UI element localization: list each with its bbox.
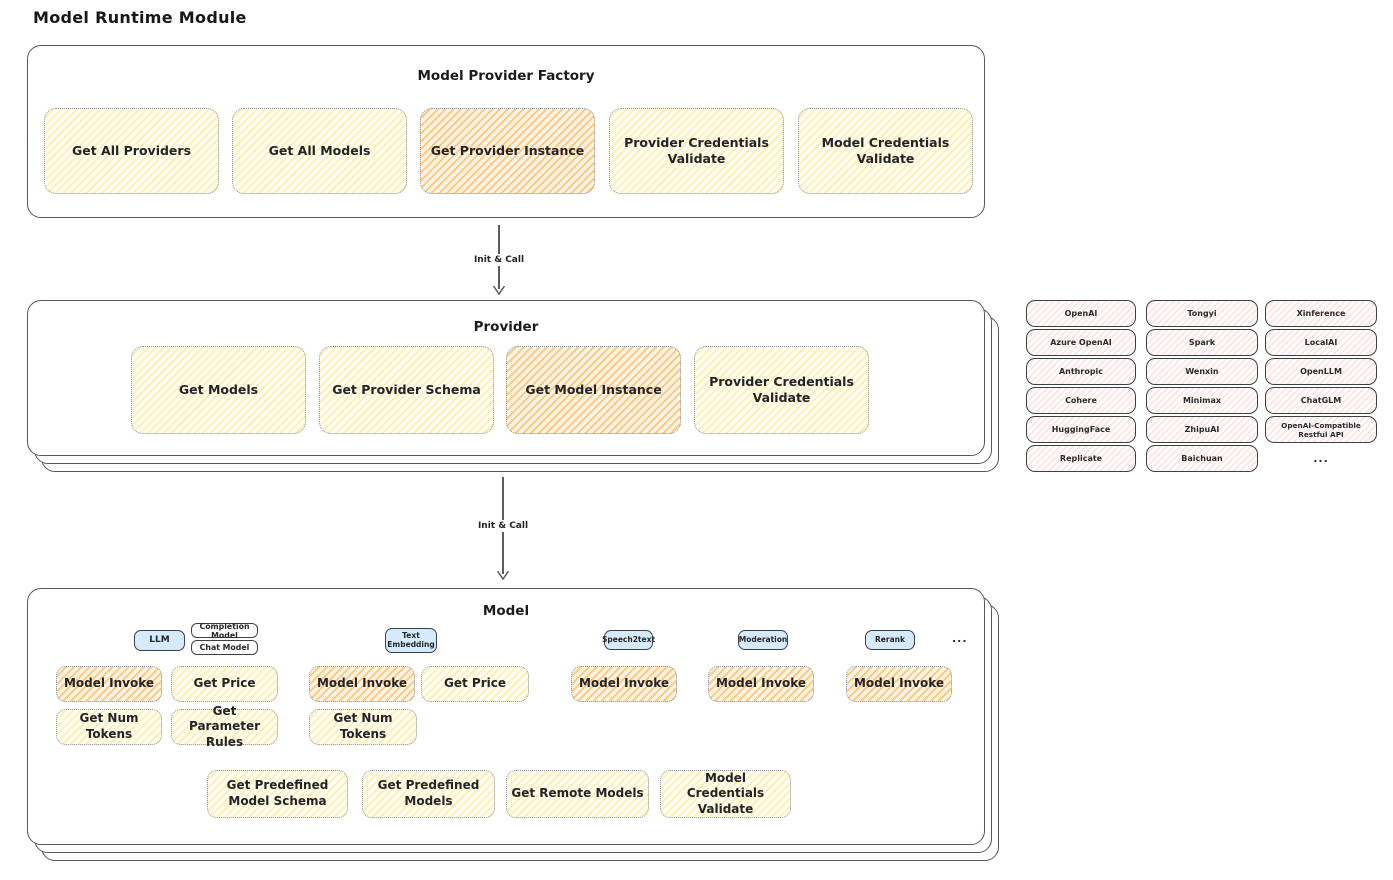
provider-pill-replicate: Replicate bbox=[1026, 445, 1136, 472]
provider-pill-localai: LocalAI bbox=[1265, 329, 1377, 356]
node-provider-credentials-validate-2: Provider Credentials Validate bbox=[694, 346, 869, 434]
provider-pill-huggingface: HuggingFace bbox=[1026, 416, 1136, 443]
page-title: Model Runtime Module bbox=[33, 8, 247, 27]
node-get-remote-models: Get Remote Models bbox=[506, 770, 649, 818]
arrow-down-icon bbox=[496, 571, 510, 580]
node-moderation-model-invoke: Model Invoke bbox=[708, 666, 814, 702]
flow-arrow-provider-to-model: Init & Call bbox=[473, 477, 533, 580]
provider-pill-zhipuai: ZhipuAI bbox=[1146, 416, 1258, 443]
node-embedding-model-invoke: Model Invoke bbox=[309, 666, 415, 702]
flow-arrow-factory-to-provider: Init & Call bbox=[469, 225, 529, 295]
node-get-all-providers: Get All Providers bbox=[44, 108, 219, 194]
node-embedding-get-price: Get Price bbox=[421, 666, 529, 702]
node-get-predefined-model-schema: Get Predefined Model Schema bbox=[207, 770, 348, 818]
provider-catalog-column-2: Tongyi Spark Wenxin Minimax ZhipuAI Baic… bbox=[1146, 300, 1258, 472]
node-get-all-models: Get All Models bbox=[232, 108, 407, 194]
provider-pill-xinference: Xinference bbox=[1265, 300, 1377, 327]
node-get-predefined-models: Get Predefined Models bbox=[362, 770, 495, 818]
model-box: Model LLM Completion Model Chat Model Te… bbox=[27, 588, 985, 845]
node-llm-get-price: Get Price bbox=[171, 666, 278, 702]
node-get-model-instance: Get Model Instance bbox=[506, 346, 681, 434]
provider-box-title: Provider bbox=[473, 319, 539, 335]
provider-pill-anthropic: Anthropic bbox=[1026, 358, 1136, 385]
provider-pill-cohere: Cohere bbox=[1026, 387, 1136, 414]
flow-arrow-label: Init & Call bbox=[469, 254, 529, 267]
provider-catalog-column-3: Xinference LocalAI OpenLLM ChatGLM OpenA… bbox=[1265, 300, 1377, 472]
model-box-title: Model bbox=[482, 603, 530, 619]
tab-completion-model: Completion Model bbox=[191, 622, 258, 640]
provider-pill-spark: Spark bbox=[1146, 329, 1258, 356]
node-embedding-get-num-tokens: Get Num Tokens bbox=[309, 709, 417, 745]
node-llm-get-num-tokens: Get Num Tokens bbox=[56, 709, 162, 745]
tab-llm: LLM bbox=[134, 630, 185, 651]
provider-catalog-column-1: OpenAI Azure OpenAI Anthropic Cohere Hug… bbox=[1026, 300, 1136, 472]
tab-rerank: Rerank bbox=[865, 630, 915, 650]
provider-catalog-more-ellipsis: ... bbox=[1313, 452, 1329, 465]
node-get-models: Get Models bbox=[131, 346, 306, 434]
node-get-provider-instance: Get Provider Instance bbox=[420, 108, 595, 194]
node-llm-model-invoke: Model Invoke bbox=[56, 666, 162, 702]
provider-box: Provider Get Models Get Provider Schema … bbox=[27, 300, 985, 456]
node-speech2text-model-invoke: Model Invoke bbox=[571, 666, 677, 702]
tab-speech2text: Speech2text bbox=[602, 630, 655, 650]
provider-pill-openai-compatible: OpenAI-Compatible Restful API bbox=[1265, 416, 1377, 443]
node-get-provider-schema: Get Provider Schema bbox=[319, 346, 494, 434]
model-tabs-more-ellipsis: ... bbox=[952, 632, 968, 645]
tab-moderation: Moderation bbox=[738, 630, 788, 650]
provider-pill-wenxin: Wenxin bbox=[1146, 358, 1258, 385]
node-model-credentials-validate-2: Model Credentials Validate bbox=[660, 770, 791, 818]
provider-pill-openai: OpenAI bbox=[1026, 300, 1136, 327]
provider-pill-openllm: OpenLLM bbox=[1265, 358, 1377, 385]
node-llm-get-parameter-rules: Get Parameter Rules bbox=[171, 704, 278, 749]
tab-chat-model: Chat Model bbox=[191, 640, 258, 655]
factory-box-title: Model Provider Factory bbox=[417, 68, 595, 84]
provider-pill-baichuan: Baichuan bbox=[1146, 445, 1258, 472]
node-provider-credentials-validate: Provider Credentials Validate bbox=[609, 108, 784, 194]
node-model-credentials-validate: Model Credentials Validate bbox=[798, 108, 973, 194]
provider-pill-chatglm: ChatGLM bbox=[1265, 387, 1377, 414]
provider-pill-tongyi: Tongyi bbox=[1146, 300, 1258, 327]
node-rerank-model-invoke: Model Invoke bbox=[846, 666, 952, 702]
factory-box: Model Provider Factory Get All Providers… bbox=[27, 45, 985, 218]
arrow-down-icon bbox=[492, 286, 506, 295]
provider-pill-azure-openai: Azure OpenAI bbox=[1026, 329, 1136, 356]
flow-arrow-label: Init & Call bbox=[473, 520, 533, 533]
tab-text-embedding: Text Embedding bbox=[385, 628, 437, 653]
provider-pill-minimax: Minimax bbox=[1146, 387, 1258, 414]
